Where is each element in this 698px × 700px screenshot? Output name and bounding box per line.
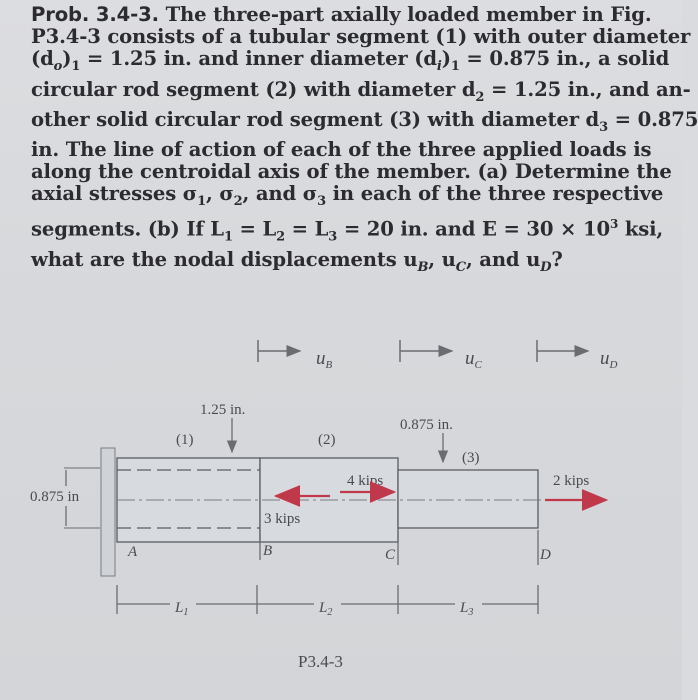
svg-text:uC: uC [465,348,483,371]
svg-text:uD: uD [600,348,618,371]
problem-line-9: segments. (b) If L1 = L2 = L3 = 20 in. a… [31,217,664,245]
segment-3-rod [397,469,539,529]
problem-line-2: P3.4-3 consists of a tubular segment (1)… [31,25,691,49]
segment-2-label: (2) [318,432,336,448]
svg-text:3 kips: 3 kips [264,511,300,527]
problem-line-3: (do)1 = 1.25 in. and inner diameter (di)… [31,47,670,75]
load-2-kips: 2 kips [545,473,609,511]
svg-text:L2: L2 [318,600,332,618]
displacement-uB: uB [257,340,333,371]
svg-text:2 kips: 2 kips [553,473,589,489]
displacement-uC: uC [399,340,483,371]
dim-outer-label: 1.25 in. [200,402,245,418]
problem-title: Prob. 3.4-3. [31,3,159,26]
segment-3-label: (3) [462,450,480,466]
figure-caption: P3.4-3 [298,652,343,671]
problem-line-1: Prob. 3.4-3. The three-part axially load… [31,3,652,26]
dim-inner-left: 0.875 in [30,467,100,529]
figure-p3-4-3: uB uC uD 1.25 in. 0.875 in. 0.875 in [30,340,618,671]
svg-text:L3: L3 [459,600,473,618]
load-3-kips: 3 kips [264,485,330,527]
problem-line-4: circular rod segment (2) with diameter d… [31,77,691,105]
load-4-kips: 4 kips [340,473,397,503]
fixed-wall [100,447,116,577]
node-B: B [263,543,272,559]
svg-text:uB: uB [316,348,333,371]
node-D: D [539,547,551,563]
segment-1-label: (1) [176,432,194,448]
displacement-uD: uD [536,340,618,371]
problem-statement: Prob. 3.4-3. The three-part axially load… [31,3,698,279]
svg-text:L1: L1 [174,600,188,618]
svg-text:0.875 in: 0.875 in [30,489,80,505]
problem-line-10: what are the nodal displacements uB, uC,… [31,247,563,275]
problem-line-6: in. The line of action of each of the th… [31,137,652,161]
length-dimensions: L1 L2 L3 [116,585,539,618]
node-C: C [385,547,396,563]
problem-line-7: along the centroidal axis of the member.… [31,159,672,183]
node-A: A [127,544,138,560]
problem-line-5: other solid circular rod segment (3) wit… [31,107,698,135]
dim-seg3-label: 0.875 in. [400,417,453,433]
svg-text:4 kips: 4 kips [347,473,383,489]
problem-line-8: axial stresses σ1, σ2, and σ3 in each of… [31,182,664,210]
